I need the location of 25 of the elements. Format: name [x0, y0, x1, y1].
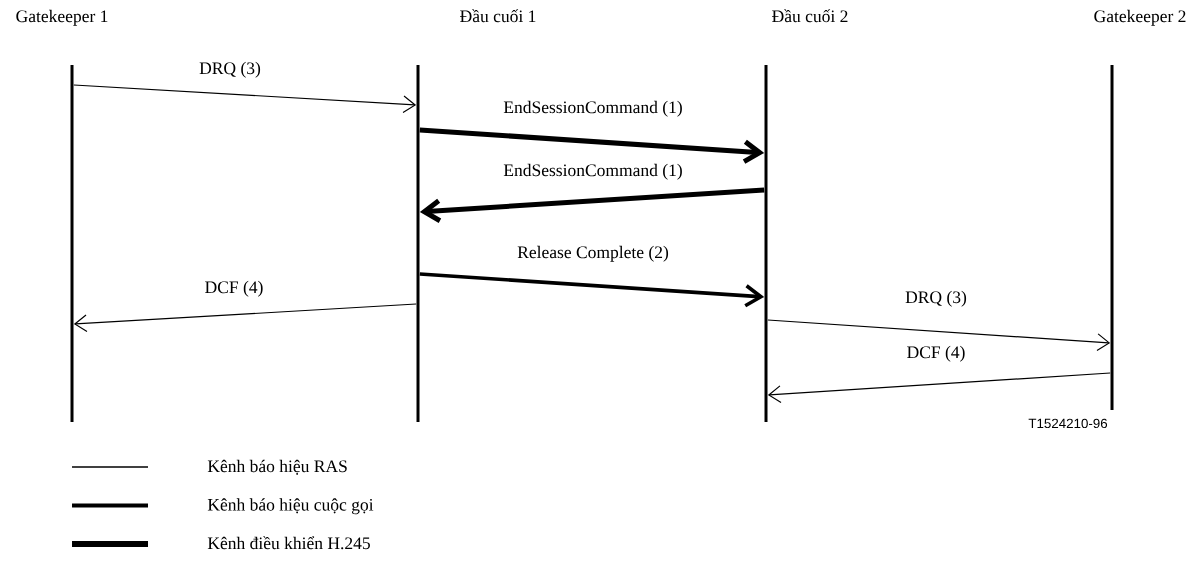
edge-label: DCF (4)	[202, 279, 266, 299]
arrow	[419, 272, 765, 308]
arrow	[419, 187, 765, 223]
edge-label: EndSessionCommand (1)	[501, 162, 685, 182]
edge-label: DRQ (3)	[903, 289, 969, 309]
edge-label: Release Complete (2)	[515, 244, 671, 264]
legend-text: Kênh báo hiệu cuộc gọi	[207, 498, 374, 515]
arrow	[73, 303, 417, 333]
figure-number: T1524210-96	[1028, 418, 1108, 429]
lifeline: Đầu cuối 2	[764, 9, 848, 422]
arrow	[419, 127, 765, 164]
node-label: Đầu cuối 1	[460, 9, 536, 23]
lifeline: Gatekeeper 2	[1094, 9, 1186, 410]
edge-label: DCF (4)	[904, 344, 968, 364]
node-label: Gatekeeper 1	[16, 9, 108, 26]
edge-label: EndSessionCommand (1)	[501, 99, 685, 119]
node-label: Gatekeeper 2	[1094, 9, 1186, 26]
lifeline: Gatekeeper 1	[16, 9, 108, 422]
legend-text: Kênh điều khiển H.245	[207, 536, 370, 550]
arrow	[767, 319, 1111, 352]
node-label: Đầu cuối 2	[772, 9, 848, 23]
edge-label: DRQ (3)	[197, 60, 263, 80]
arrow	[767, 372, 1111, 404]
legend-text: Kênh báo hiệu RAS	[207, 459, 347, 475]
arrow	[73, 84, 417, 114]
